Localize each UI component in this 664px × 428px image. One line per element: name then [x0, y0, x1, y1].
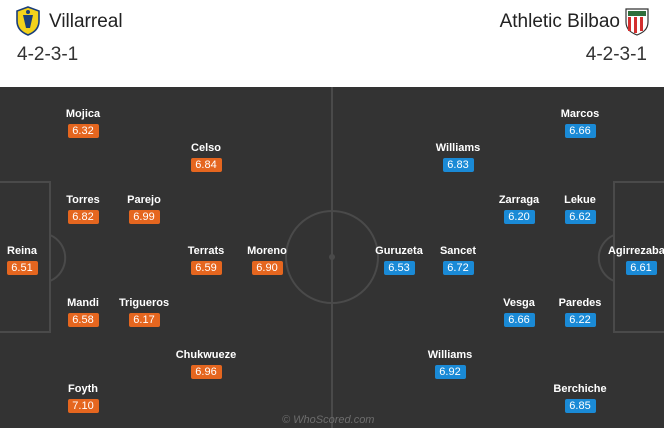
away-formation: 4-2-3-1	[585, 44, 647, 65]
centre-circle	[285, 210, 379, 304]
player-name: Marcos	[560, 108, 600, 120]
player-name: Berchiche	[553, 383, 607, 395]
player-name: Trigueros	[118, 297, 170, 309]
player-name: Sancet	[439, 245, 477, 257]
player-rating: 6.72	[442, 261, 474, 275]
player-name: Terrats	[187, 245, 225, 257]
player-card[interactable]: Berchiche 6.85	[535, 382, 625, 414]
player-name: Chukwueze	[175, 349, 237, 361]
match-header: Villarreal 4-2-3-1 Athletic Bilbao 4-2-3…	[0, 0, 664, 84]
player-rating: 6.83	[442, 158, 474, 172]
player-name: Parejo	[127, 194, 161, 206]
player-rating: 6.99	[128, 210, 160, 224]
player-card[interactable]: Williams 6.92	[405, 348, 495, 380]
player-card[interactable]: Trigueros 6.17	[99, 296, 189, 328]
centre-spot	[329, 254, 335, 260]
player-rating: 6.84	[190, 158, 222, 172]
player-rating: 6.22	[564, 313, 596, 327]
player-name: Reina	[7, 245, 37, 257]
player-rating: 6.85	[564, 399, 596, 413]
player-card[interactable]: Lekue 6.62	[535, 193, 625, 225]
player-card[interactable]: Terrats 6.59	[161, 244, 251, 276]
player-rating: 6.17	[128, 313, 160, 327]
player-rating: 6.96	[190, 365, 222, 379]
player-name: Mojica	[65, 108, 101, 120]
player-rating: 6.62	[564, 210, 596, 224]
player-card[interactable]: Marcos 6.66	[535, 107, 625, 139]
player-name: Zarraga	[498, 194, 540, 206]
player-rating: 6.82	[67, 210, 99, 224]
player-card[interactable]: Zarraga 6.20	[474, 193, 564, 225]
player-card[interactable]: Williams 6.83	[413, 141, 503, 173]
player-name: Paredes	[558, 297, 602, 309]
villarreal-crest-icon	[16, 6, 40, 36]
player-card[interactable]: Sancet 6.72	[413, 244, 503, 276]
player-name: Agirrezabala	[607, 245, 664, 257]
player-card[interactable]: Agirrezabala 6.61	[596, 244, 664, 276]
away-penalty-box	[613, 181, 664, 333]
player-name: Vesga	[503, 297, 535, 309]
athletic-bilbao-crest-icon	[625, 8, 649, 36]
player-card[interactable]: Reina 6.51	[0, 244, 67, 276]
player-rating: 6.59	[190, 261, 222, 275]
player-name: Moreno	[247, 245, 287, 257]
away-team-name[interactable]: Athletic Bilbao	[499, 11, 620, 32]
away-penalty-arc	[597, 234, 615, 282]
player-rating: 6.20	[503, 210, 535, 224]
home-formation: 4-2-3-1	[17, 44, 79, 65]
player-card[interactable]: Chukwueze 6.96	[161, 348, 251, 380]
player-name: Guruzeta	[375, 245, 423, 257]
watermark: © WhoScored.com	[282, 414, 375, 426]
player-name: Torres	[66, 194, 100, 206]
player-rating: 6.92	[434, 365, 466, 379]
home-penalty-arc	[49, 234, 67, 282]
pitch: Reina 6.51 Mojica 6.32 Torres 6.82 Mandi 6.5…	[0, 87, 664, 428]
player-card[interactable]: Foyth 7.10	[38, 382, 128, 414]
player-name: Mandi	[67, 297, 99, 309]
player-name: Williams	[427, 349, 473, 361]
pitch-markings	[0, 87, 664, 428]
home-penalty-box	[0, 181, 51, 333]
player-card[interactable]: Moreno 6.90	[222, 244, 312, 276]
player-rating: 7.10	[67, 399, 99, 413]
player-card[interactable]: Celso 6.84	[161, 141, 251, 173]
home-team-name[interactable]: Villarreal	[49, 11, 123, 32]
player-card[interactable]: Mojica 6.32	[38, 107, 128, 139]
player-name: Williams	[435, 142, 481, 154]
player-rating: 6.32	[67, 124, 99, 138]
player-rating: 6.51	[6, 261, 38, 275]
player-rating: 6.66	[564, 124, 596, 138]
player-card[interactable]: Paredes 6.22	[535, 296, 625, 328]
player-rating: 6.53	[383, 261, 415, 275]
player-card[interactable]: Vesga 6.66	[474, 296, 564, 328]
player-rating: 6.61	[625, 261, 657, 275]
player-name: Foyth	[68, 383, 98, 395]
player-card[interactable]: Mandi 6.58	[38, 296, 128, 328]
player-name: Lekue	[564, 194, 596, 206]
player-card[interactable]: Parejo 6.99	[99, 193, 189, 225]
player-rating: 6.66	[503, 313, 535, 327]
player-rating: 6.58	[67, 313, 99, 327]
player-card[interactable]: Guruzeta 6.53	[354, 244, 444, 276]
player-card[interactable]: Torres 6.82	[38, 193, 128, 225]
player-name: Celso	[191, 142, 221, 154]
player-rating: 6.90	[251, 261, 283, 275]
